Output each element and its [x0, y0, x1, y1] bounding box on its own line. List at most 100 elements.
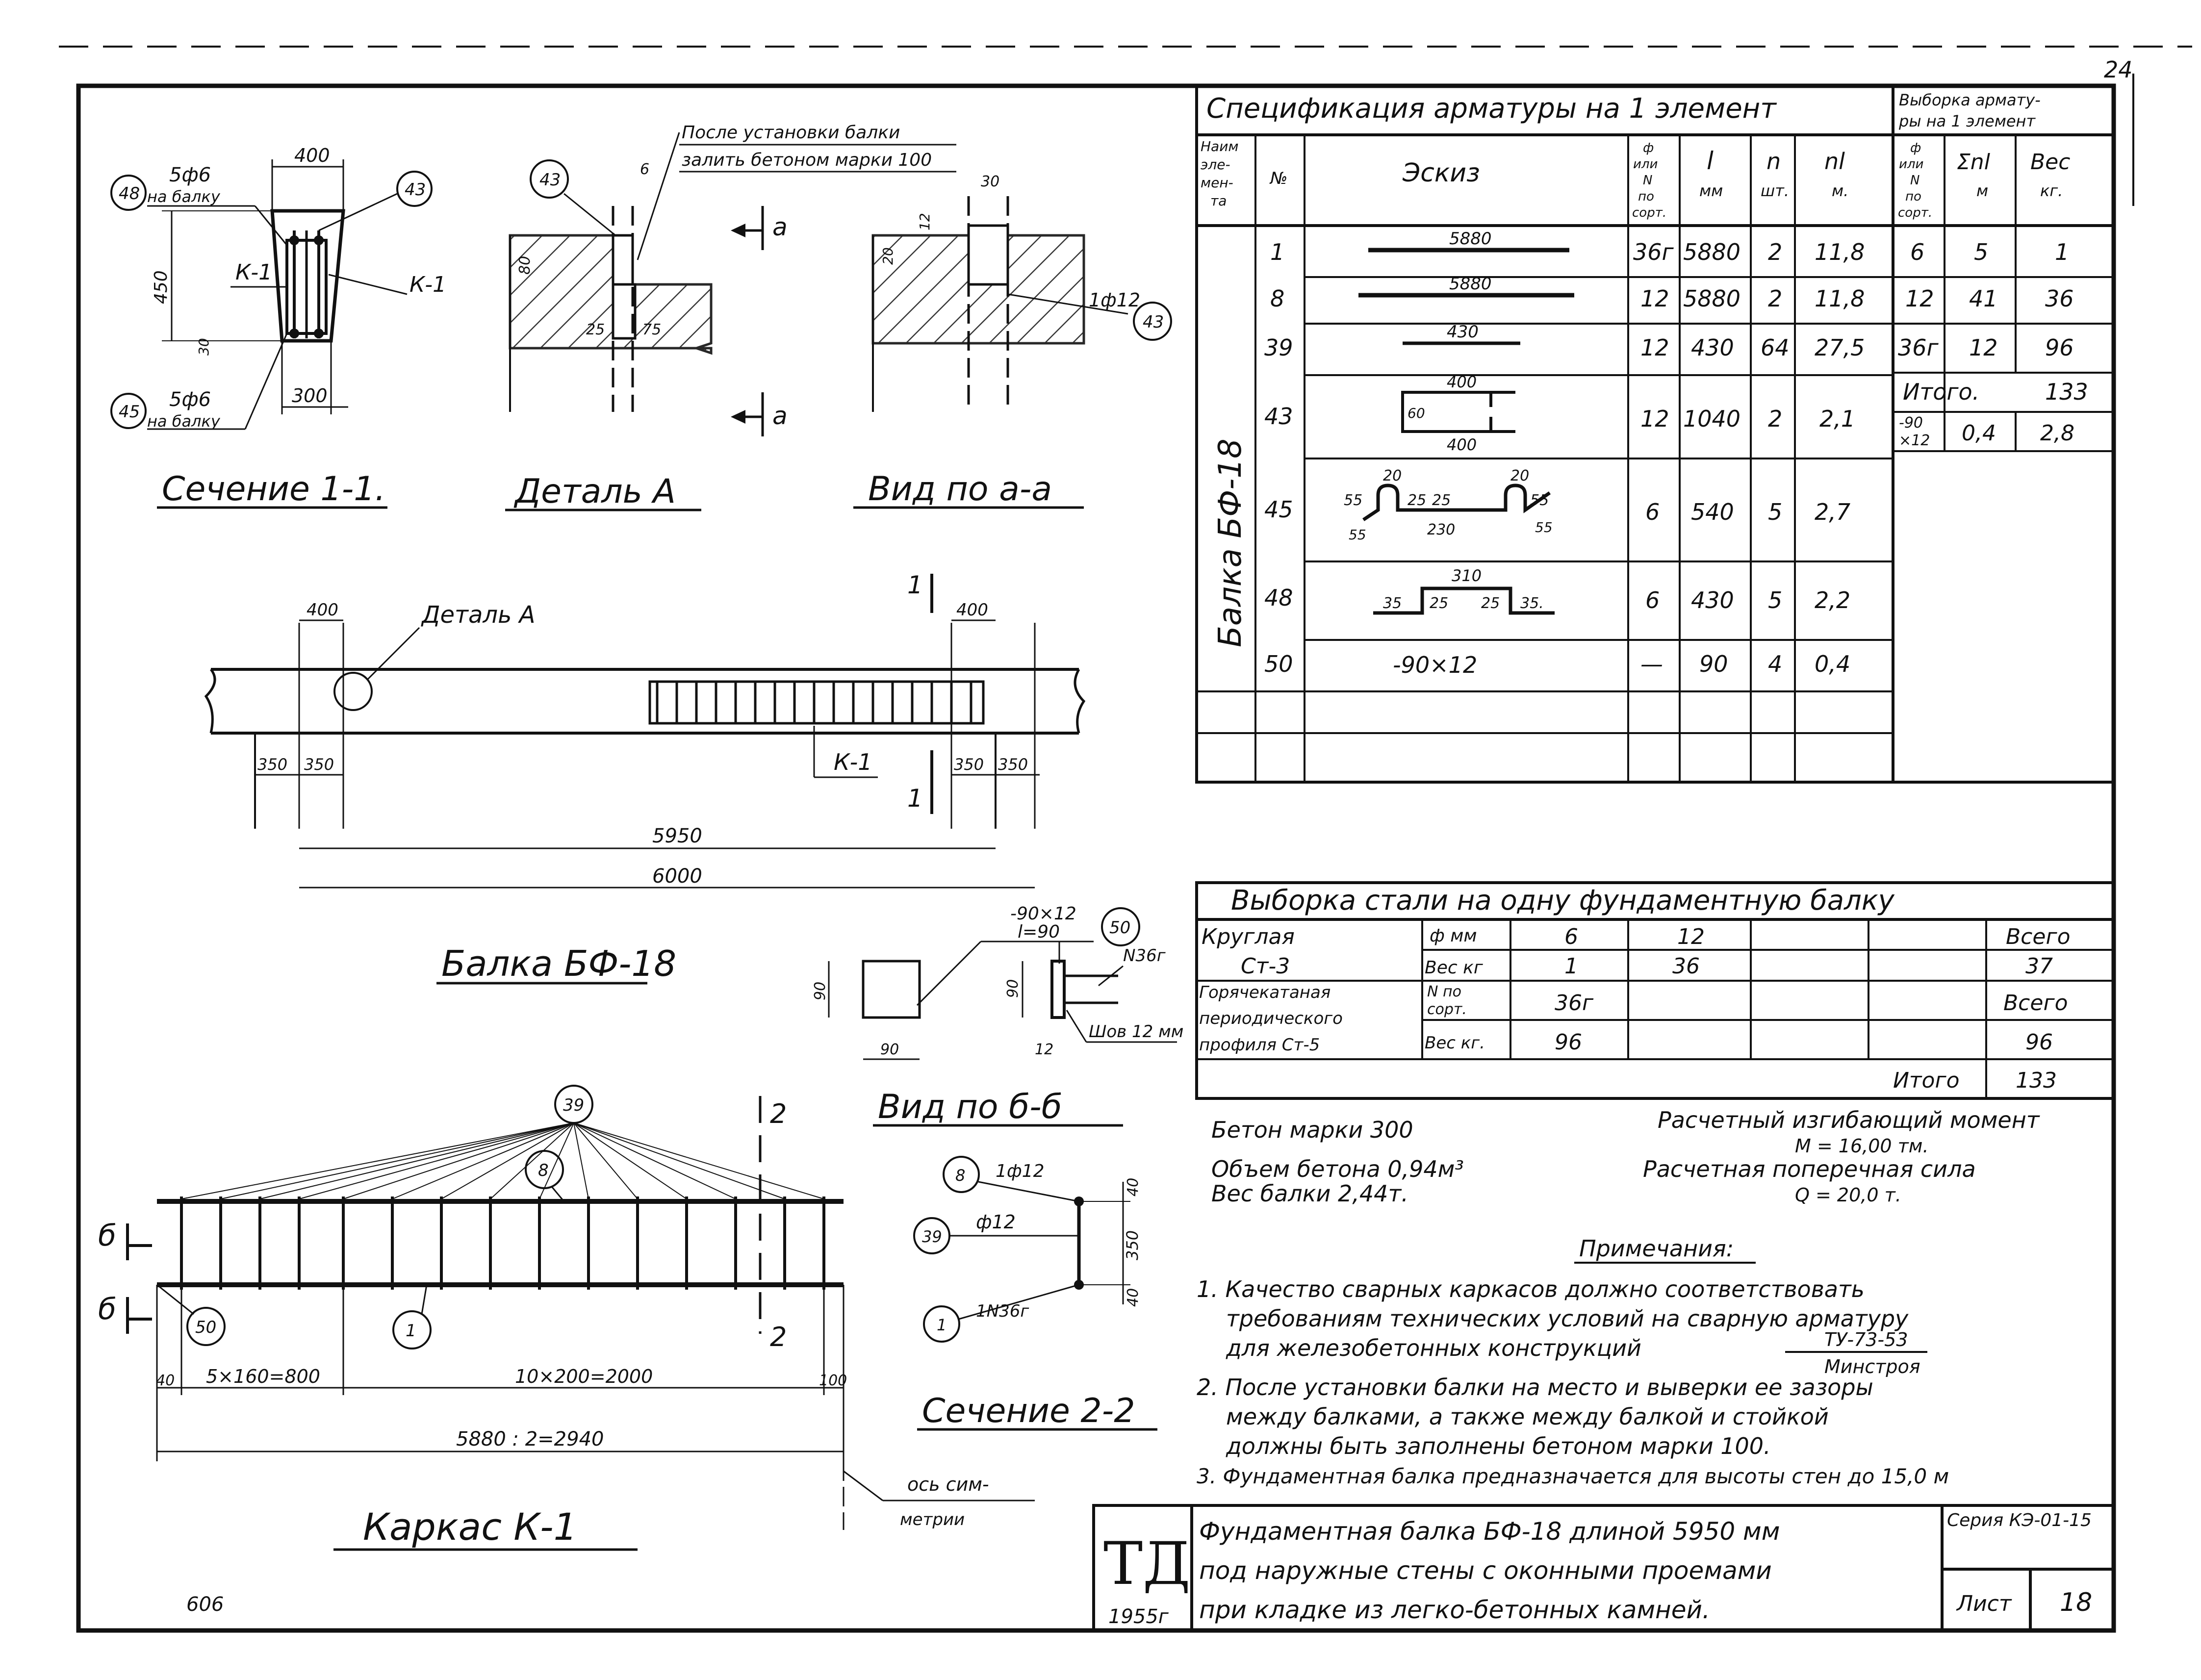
selection-diameter: 36г	[1898, 334, 1939, 361]
header-selection-diameter: ф	[1910, 141, 1921, 155]
leader-line	[299, 1122, 574, 1199]
detail-a-label: Деталь А	[421, 601, 535, 629]
cage-stirrups	[656, 682, 973, 723]
leader-line	[259, 1122, 574, 1199]
steel-row2-unit: N по	[1427, 983, 1461, 1000]
beam-caption: Балка БФ-18	[441, 943, 676, 984]
header-diameter: по	[1638, 189, 1654, 204]
leader-line	[539, 1122, 574, 1199]
row-length: 5880	[1683, 239, 1740, 265]
steel-row2-label: профиля Ст-5	[1199, 1035, 1320, 1055]
dim-40-top: 40	[1125, 1178, 1142, 1196]
dim-spacing-1: 5×160=800	[206, 1366, 320, 1387]
steel-row2-label: периодического	[1199, 1009, 1343, 1028]
concrete-volume: Объем бетона 0,94м³	[1211, 1156, 1464, 1182]
row-qty: 5	[1768, 499, 1782, 525]
weld-label: Шов 12 мм	[1089, 1022, 1183, 1042]
note-1-ref: ТУ-73-53	[1824, 1329, 1908, 1350]
tag-43-label: 43	[539, 170, 561, 190]
view-b-b: -90×12 l=90 50 N36г Шов 12 мм 90 90 90 1…	[812, 904, 1183, 1127]
selection-sum: 12	[1969, 334, 1998, 361]
row-qty: 5	[1768, 587, 1782, 613]
steel-table: Выборка стали на одну фундаментную балку…	[1195, 881, 2115, 1100]
beam-elevation: Деталь А 400 400 1 1 350 350 350 350 К-1…	[204, 571, 1086, 985]
cage-leader-fan	[181, 1122, 824, 1199]
axis-label: метрии	[900, 1510, 965, 1529]
dim-40: 40	[156, 1372, 175, 1389]
section-mark-bottom: а	[772, 402, 788, 430]
tag-39-label: 39	[563, 1095, 584, 1115]
dim-90-side: 90	[1004, 979, 1022, 998]
header-diameter: или	[1633, 157, 1658, 172]
note-1-ref: Минстроя	[1824, 1356, 1920, 1377]
steel-row1-weight: 36	[1672, 954, 1700, 979]
dim-12: 12	[917, 213, 933, 230]
sketch-dim: 400	[1447, 435, 1477, 454]
length-inner: 5950	[652, 825, 702, 847]
detail-a-marker	[333, 672, 373, 711]
series-label: Серия КЭ-01-15	[1947, 1510, 2092, 1530]
tag-43-label: 43	[1143, 312, 1164, 332]
row-no: 48	[1264, 585, 1293, 611]
header-selection-diameter: или	[1899, 157, 1923, 172]
leader-line	[441, 1122, 574, 1199]
header-selection-diameter: N	[1910, 173, 1919, 188]
header-diameter: сорт.	[1632, 205, 1666, 220]
sketch-dim: 20	[1383, 467, 1402, 484]
sketch-row43: 400 60 400	[1401, 373, 1515, 454]
tag-43-label: 43	[405, 180, 426, 200]
row-diameter: 6	[1645, 499, 1660, 525]
row-total-length: 2,1	[1819, 406, 1855, 432]
moment-label: Расчетный изгибающий момент	[1658, 1107, 2040, 1133]
view-b-b-caption: Вид по б-б	[878, 1088, 1062, 1126]
header-total-length: nl	[1824, 148, 1845, 175]
bar-dot	[314, 329, 324, 338]
steel-row1-total-label: Всего	[2006, 924, 2070, 949]
row-diameter: 6	[1645, 587, 1660, 613]
sheet-number: 18	[2060, 1588, 2092, 1617]
rebar-label-bottom: 5ф6	[169, 388, 211, 411]
dim-350-a: 350	[257, 755, 287, 774]
section-1-top: 1	[907, 571, 923, 599]
selection-extra-diameter: ×12	[1899, 432, 1930, 449]
sketch-dim: 25	[1432, 492, 1451, 509]
sheet-number-top: 24	[2104, 56, 2133, 83]
title-logo: ТД	[1103, 1530, 1191, 1598]
selection-extra-diameter: -90	[1899, 414, 1923, 432]
selection-weight: 96	[2045, 334, 2074, 361]
tag-45	[110, 393, 147, 429]
note-2: между балками, а также между балкой и ст…	[1226, 1403, 1829, 1430]
sketch-dim: 55	[1535, 519, 1553, 535]
note-1: для железобетонных конструкций	[1226, 1335, 1641, 1361]
row-total-length: 11,8	[1815, 285, 1865, 312]
cage-label-left: К-1	[235, 260, 272, 285]
cage-caption: Каркас К-1	[363, 1505, 577, 1549]
tag-43	[396, 171, 433, 207]
sketch-label: 310	[1452, 566, 1482, 585]
dim-40-bottom: 40	[1125, 1288, 1142, 1307]
dim-6: 6	[640, 161, 649, 178]
selection-extra-sum: 0,4	[1962, 421, 1996, 446]
section-1-bottom: 1	[907, 784, 923, 813]
row-length: 5880	[1683, 285, 1740, 312]
sketch-dim: 55	[1344, 492, 1362, 509]
header-selection-diameter: по	[1905, 189, 1921, 204]
dim-width-top: 400	[294, 145, 330, 166]
row-no: 43	[1264, 403, 1293, 430]
dim-350-d: 350	[998, 755, 1028, 774]
leader-line	[573, 1122, 736, 1199]
leader-line	[573, 1122, 824, 1199]
steel-grand-total-label: Итого	[1893, 1068, 1960, 1093]
section-b-bottom: б	[98, 1292, 116, 1326]
selection-extra-weight: 2,8	[2040, 421, 2074, 446]
header-qty: n	[1766, 148, 1781, 175]
header-qty-unit: шт.	[1761, 181, 1789, 200]
row-total-length: 0,4	[1815, 651, 1850, 677]
cage-label-right: К-1	[409, 272, 446, 297]
steel-row2-unit: сорт.	[1427, 1001, 1467, 1018]
row-diameter: 12	[1640, 406, 1669, 432]
bar-8-label: 1ф12	[996, 1161, 1045, 1181]
dim-350: 350	[1123, 1230, 1142, 1260]
title-block: ТД 1955г Фундаментная балка БФ-18 длиной…	[1092, 1504, 2115, 1632]
dim-80: 80	[516, 256, 534, 275]
